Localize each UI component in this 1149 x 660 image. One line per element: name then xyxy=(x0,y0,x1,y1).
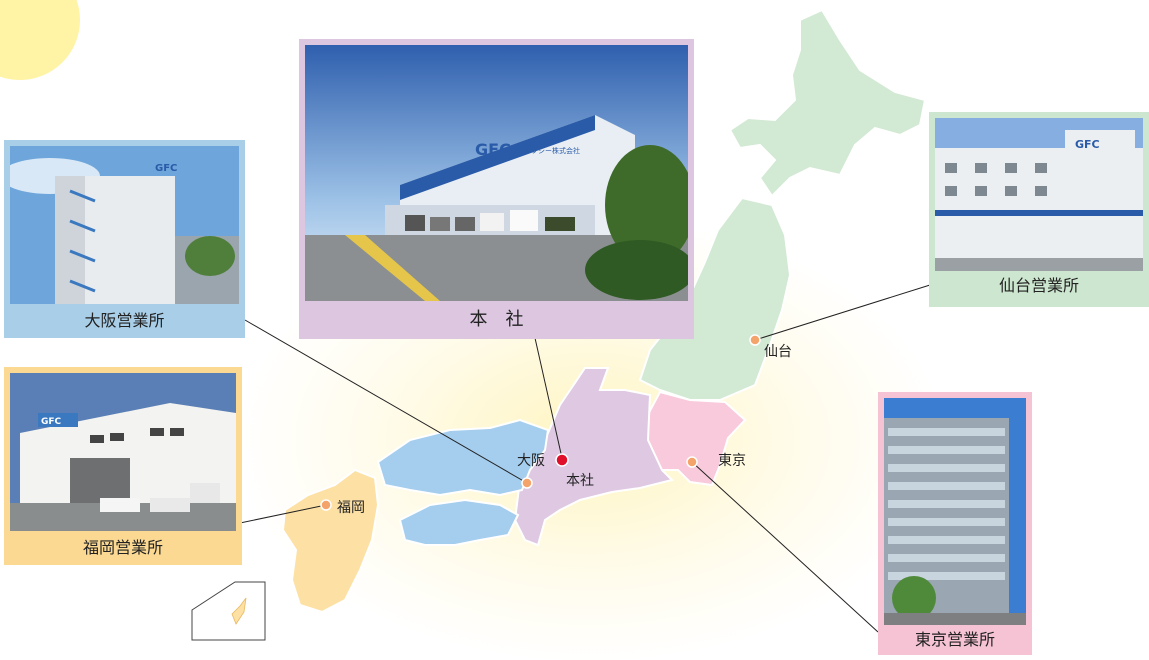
office-card-tokyo[interactable]: 東京営業所 xyxy=(878,392,1032,655)
office-photo-osaka: GFC xyxy=(10,146,239,304)
svg-text:GFC: GFC xyxy=(41,417,62,427)
marker-hq xyxy=(555,453,569,467)
office-card-headquarters[interactable]: GFC ジーエフシー株式会社 本 社 xyxy=(299,39,694,339)
region-shikoku xyxy=(398,498,520,546)
leader-line-fukuoka xyxy=(239,504,327,524)
svg-text:GFC: GFC xyxy=(1075,138,1100,151)
office-caption-osaka: 大阪営業所 xyxy=(84,311,165,330)
leader-line-tokyo xyxy=(691,461,879,633)
leader-line-osaka xyxy=(244,319,528,484)
office-caption-headquarters: 本 社 xyxy=(469,309,524,330)
leader-line-sendai xyxy=(754,284,931,341)
marker-tokyo xyxy=(686,456,698,468)
city-label-tokyo: 東京 xyxy=(718,453,746,469)
city-label-hq: 本社 xyxy=(566,473,594,489)
office-photo-tokyo xyxy=(884,398,1026,625)
office-photo-sendai: GFC xyxy=(935,118,1143,271)
marker-osaka xyxy=(521,477,533,489)
marker-fukuoka xyxy=(320,499,332,511)
svg-text:GFC: GFC xyxy=(475,140,511,159)
office-caption-fukuoka: 福岡営業所 xyxy=(82,538,163,557)
region-chubu-kinki xyxy=(513,367,674,547)
office-photo-headquarters: GFC ジーエフシー株式会社 xyxy=(305,45,688,301)
leader-line-hq xyxy=(534,337,563,459)
office-photo-fukuoka: GFC xyxy=(10,373,236,531)
svg-text:ジーエフシー株式会社: ジーエフシー株式会社 xyxy=(510,146,580,155)
city-label-fukuoka: 福岡 xyxy=(337,500,365,516)
office-caption-tokyo: 東京営業所 xyxy=(914,630,995,649)
office-card-fukuoka[interactable]: GFC 福岡営業所 xyxy=(4,367,242,565)
marker-sendai xyxy=(749,334,761,346)
region-chugoku xyxy=(376,418,550,497)
region-kyushu xyxy=(281,468,380,614)
hokkaido-shape xyxy=(728,8,927,198)
office-card-sendai[interactable]: GFC 仙台営業所 xyxy=(929,112,1149,307)
city-label-sendai: 仙台 xyxy=(764,344,792,360)
city-label-osaka: 大阪 xyxy=(517,453,545,469)
svg-text:GFC: GFC xyxy=(155,163,177,174)
okinawa-inset xyxy=(191,581,266,641)
office-card-osaka[interactable]: GFC 大阪営業所 xyxy=(4,140,245,338)
office-caption-sendai: 仙台営業所 xyxy=(998,276,1079,295)
